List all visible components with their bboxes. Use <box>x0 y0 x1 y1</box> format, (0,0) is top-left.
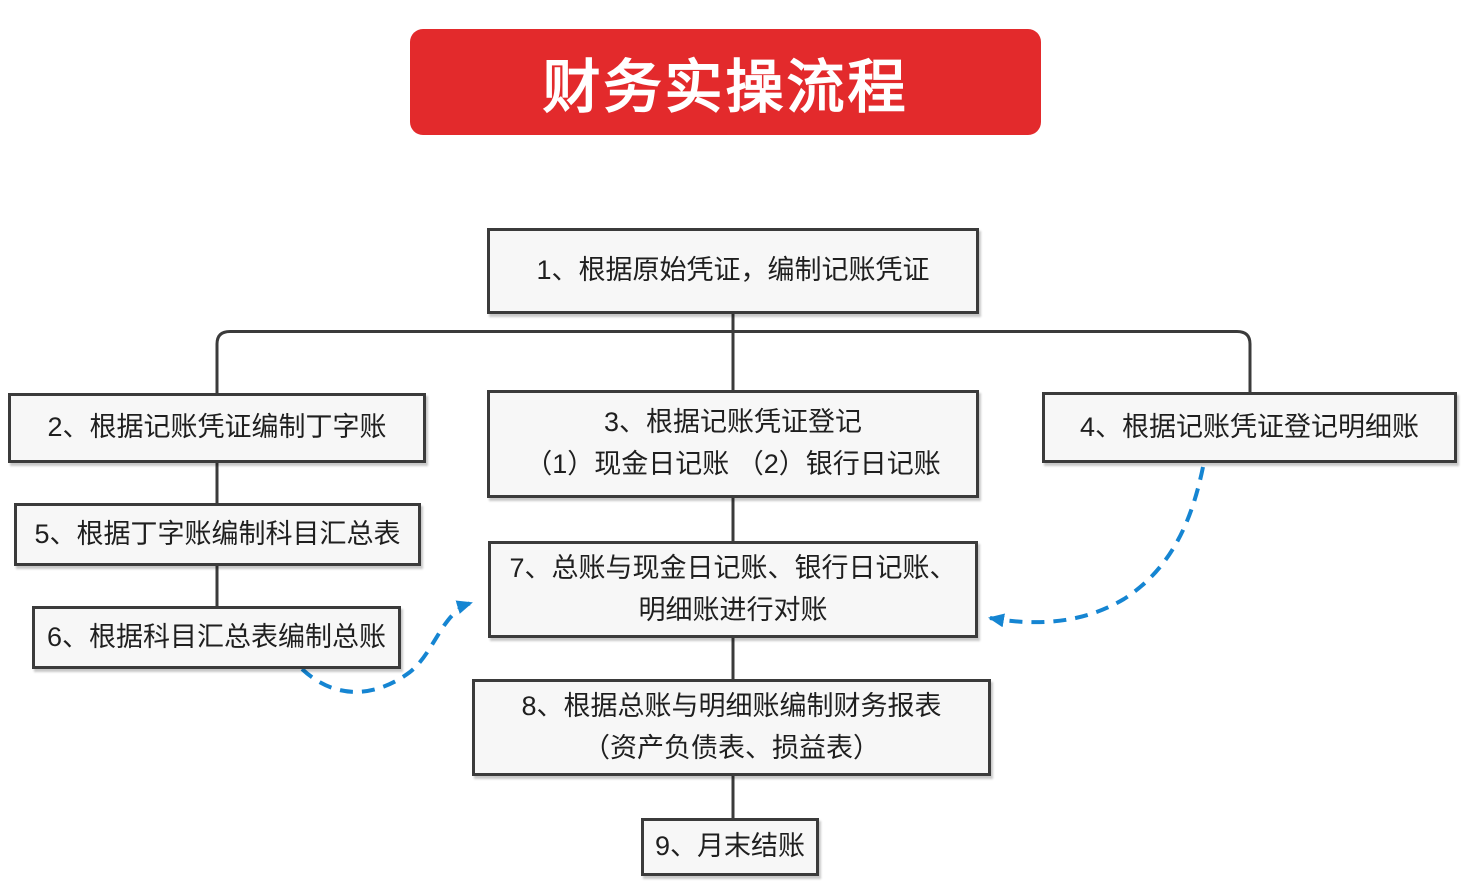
flow-node-4: 4、根据记账凭证登记明细账 <box>1042 392 1457 463</box>
dashed-arrow-node4-to-node7 <box>988 466 1205 628</box>
dashed-arrow-node6-to-node7 <box>300 600 473 694</box>
flow-node-6: 6、根据科目汇总表编制总账 <box>32 606 401 669</box>
flow-node-3: 3、根据记账凭证登记 （1）现金日记账 （2）银行日记账 <box>487 390 979 498</box>
flow-node-1: 1、根据原始凭证，编制记账凭证 <box>487 228 979 314</box>
connector-branch-node2-node4 <box>215 330 1252 394</box>
flow-node-2: 2、根据记账凭证编制丁字账 <box>8 393 426 463</box>
flow-node-9: 9、月末结账 <box>641 818 819 876</box>
page-title: 财务实操流程 <box>410 29 1041 135</box>
flow-node-5: 5、根据丁字账编制科目汇总表 <box>14 503 421 566</box>
flow-node-7: 7、总账与现金日记账、银行日记账、 明细账进行对账 <box>488 541 978 638</box>
flow-node-8: 8、根据总账与明细账编制财务报表 （资产负债表、损益表） <box>472 679 991 776</box>
